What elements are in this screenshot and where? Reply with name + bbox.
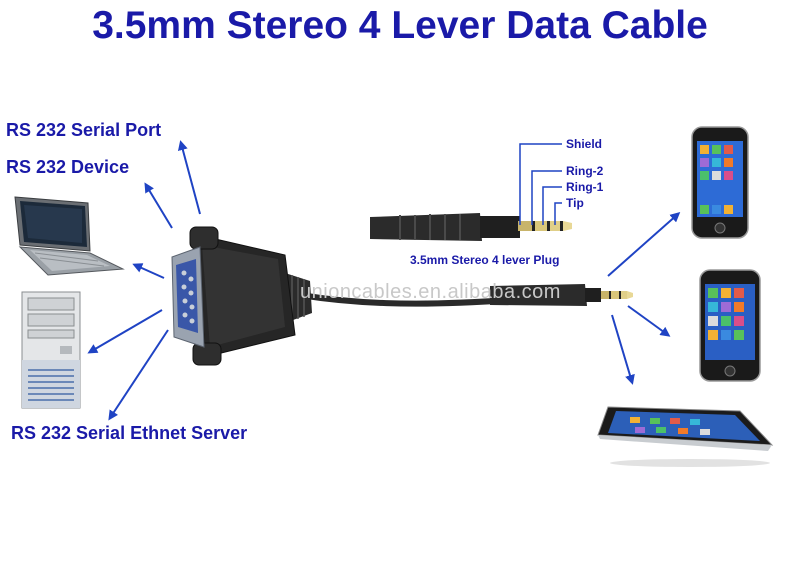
iphone-middle-icon	[699, 269, 761, 382]
page-title: 3.5mm Stereo 4 Lever Data Cable	[92, 4, 708, 47]
pin-leader-lines	[519, 143, 562, 225]
stereo-plug-cable-end	[490, 284, 633, 306]
pin-label-ring-1: Ring-1	[566, 180, 604, 194]
watermark: unioncables.en.alibaba.com	[300, 281, 561, 303]
db9-serial-connector	[171, 226, 511, 366]
pin-label-tip: Tip	[566, 196, 584, 210]
ipad-icon	[597, 406, 774, 467]
iphone-top-icon	[691, 126, 749, 239]
pin-label-ring-2: Ring-2	[566, 164, 604, 178]
desktop-tower-icon	[21, 291, 81, 409]
laptop-icon	[14, 196, 125, 276]
plug-caption: 3.5mm Stereo 4 lever Plug	[410, 253, 560, 267]
stereo-plug-4-lever	[370, 213, 572, 241]
label-rs232-serial-port: RS 232 Serial Port	[6, 120, 162, 140]
label-rs232-device: RS 232 Device	[6, 157, 130, 177]
pin-label-shield: Shield	[566, 137, 603, 151]
label-rs232-ethnet-server: RS 232 Serial Ethnet Server	[11, 423, 248, 443]
